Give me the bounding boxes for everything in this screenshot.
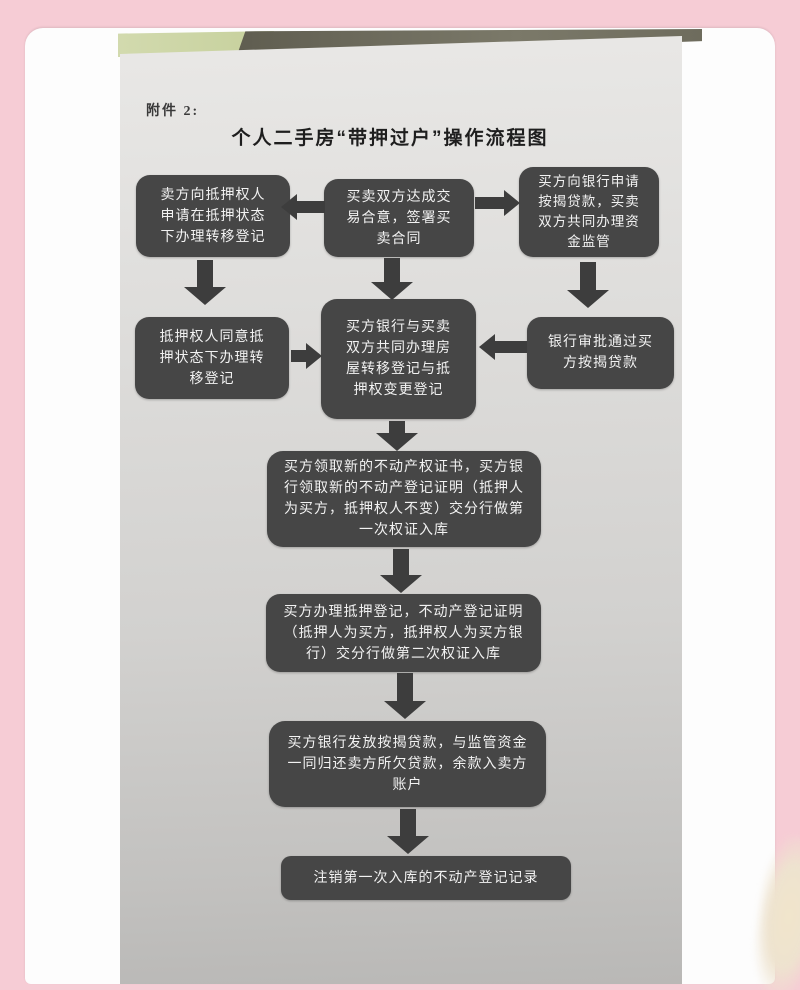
arrow-down-icon bbox=[567, 262, 609, 308]
arrow-head bbox=[504, 190, 520, 216]
arrow-down-icon bbox=[387, 809, 429, 854]
arrow-shaft bbox=[495, 341, 527, 353]
arrow-head bbox=[384, 701, 426, 719]
arrow-head bbox=[387, 836, 429, 854]
arrow-head bbox=[281, 194, 297, 220]
arrow-shaft bbox=[297, 201, 325, 213]
flow-node-deal-agreement: 买卖双方达成交易合意，签署买卖合同 bbox=[324, 179, 474, 257]
arrow-shaft bbox=[197, 260, 213, 287]
arrow-head bbox=[380, 575, 422, 593]
arrow-head bbox=[371, 282, 413, 300]
flowchart-title: 个人二手房“带押过户”操作流程图 bbox=[231, 128, 549, 149]
arrow-down-icon bbox=[371, 258, 413, 300]
flow-node-bank-loan-approval: 银行审批通过买方按揭贷款 bbox=[527, 317, 674, 389]
arrow-down-icon bbox=[384, 673, 426, 719]
arrow-down-icon bbox=[376, 421, 418, 451]
attachment-label: 附件 2: bbox=[146, 104, 200, 119]
flow-node-loan-disbursement: 买方银行发放按揭贷款，与监管资金一同归还卖方所欠贷款，余款入卖方账户 bbox=[269, 721, 546, 807]
flow-node-cancel-first-registration: 注销第一次入库的不动产登记记录 bbox=[281, 856, 571, 900]
flow-node-buyer-mortgage-apply: 买方向银行申请按揭贷款，买卖双方共同办理资金监管 bbox=[519, 167, 659, 257]
arrow-down-icon bbox=[380, 549, 422, 593]
flow-node-mortgagee-consent: 抵押权人同意抵押状态下办理转移登记 bbox=[135, 317, 289, 399]
flow-node-second-certificate-storage: 买方办理抵押登记，不动产登记证明（抵押人为买方，抵押权人为买方银行）交分行做第二… bbox=[266, 594, 541, 672]
arrow-shaft bbox=[475, 197, 504, 209]
arrow-shaft bbox=[393, 549, 409, 575]
arrow-shaft bbox=[400, 809, 416, 836]
arrow-left-icon bbox=[479, 334, 527, 360]
arrow-head bbox=[567, 290, 609, 308]
flow-node-seller-apply-transfer: 卖方向抵押权人申请在抵押状态下办理转移登记 bbox=[136, 175, 290, 257]
flow-node-first-certificate-storage: 买方领取新的不动产权证书，买方银行领取新的不动产登记证明（抵押人为买方，抵押权人… bbox=[267, 451, 541, 547]
arrow-head bbox=[479, 334, 495, 360]
arrow-shaft bbox=[580, 262, 596, 290]
arrow-down-icon bbox=[184, 260, 226, 305]
arrow-shaft bbox=[291, 350, 306, 362]
arrow-head bbox=[376, 433, 418, 451]
arrow-right-icon bbox=[291, 343, 322, 369]
arrow-head bbox=[184, 287, 226, 305]
arrow-left-icon bbox=[281, 194, 325, 220]
arrow-shaft bbox=[389, 421, 405, 433]
arrow-head bbox=[306, 343, 322, 369]
arrow-shaft bbox=[397, 673, 413, 701]
arrow-right-icon bbox=[475, 190, 520, 216]
arrow-shaft bbox=[384, 258, 400, 282]
flow-node-joint-transfer-registration: 买方银行与买卖双方共同办理房屋转移登记与抵押权变更登记 bbox=[321, 299, 476, 419]
